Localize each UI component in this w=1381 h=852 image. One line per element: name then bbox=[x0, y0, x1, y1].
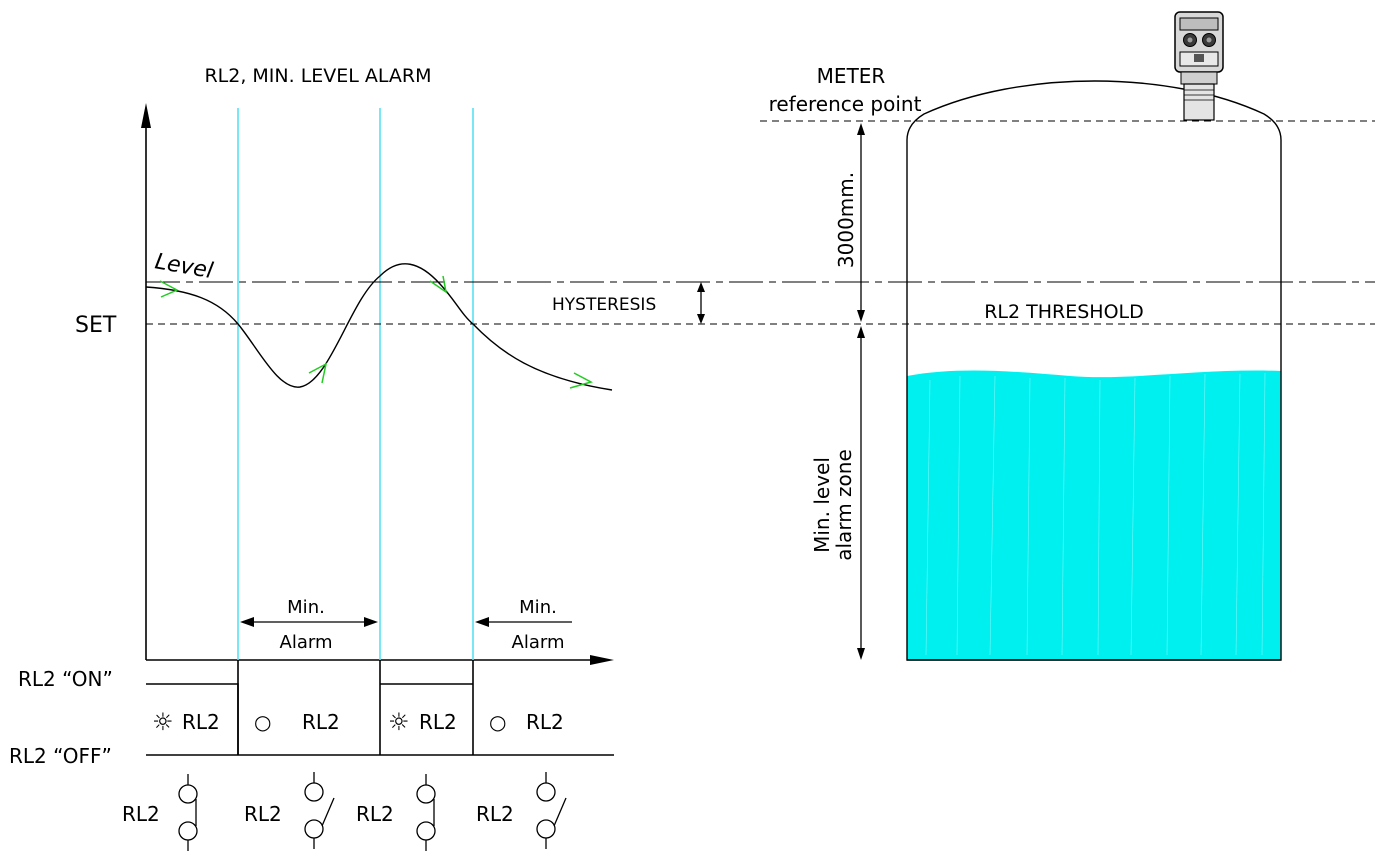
contact-open-icon-1 bbox=[304, 772, 335, 849]
contact-relay-name-4: RL2 bbox=[476, 802, 514, 826]
hysteresis-arrow-down bbox=[697, 314, 705, 324]
zone-arrow-down bbox=[857, 648, 865, 660]
level-label: Level bbox=[153, 249, 215, 284]
y-axis-arrowhead bbox=[141, 103, 151, 128]
distance-arrow-up bbox=[857, 123, 865, 135]
min-alarm-arrowhead-left-1 bbox=[240, 617, 254, 627]
direction-arrow-1 bbox=[159, 280, 179, 298]
contact-relay-name-2: RL2 bbox=[244, 802, 282, 826]
set-label: SET bbox=[75, 313, 117, 338]
tank-outline bbox=[906, 80, 1282, 661]
direction-arrow-3 bbox=[429, 275, 448, 294]
min-label-2: Min. bbox=[519, 597, 557, 618]
liquid-texture bbox=[925, 372, 1266, 656]
threshold-label: RL2 THRESHOLD bbox=[984, 301, 1144, 323]
relay-lamp-on-icon-2: ☼ bbox=[388, 708, 410, 736]
direction-arrow-4 bbox=[569, 372, 593, 389]
relay-name-1: RL2 bbox=[182, 710, 220, 734]
contact-closed-icon-1 bbox=[178, 774, 198, 851]
min-alarm-arrowhead-left-2 bbox=[475, 617, 489, 627]
direction-arrow-2 bbox=[308, 362, 328, 384]
reference-label: reference point bbox=[769, 92, 922, 116]
relay-lamp-off-icon-1: ○ bbox=[254, 710, 271, 734]
hysteresis-label: HYSTERESIS bbox=[552, 295, 656, 315]
distance-label: 3000mm. bbox=[834, 172, 858, 268]
min-label-1: Min. bbox=[287, 597, 325, 618]
level-curve bbox=[145, 263, 613, 391]
contact-open-icon-2 bbox=[536, 772, 567, 849]
meter-label: METER bbox=[817, 64, 886, 88]
zone-label-line1: Min. level bbox=[810, 457, 834, 553]
zone-label-line2: alarm zone bbox=[832, 449, 856, 561]
relay-off-label: RL2 “OFF” bbox=[9, 744, 112, 768]
contact-relay-name-1: RL2 bbox=[122, 802, 160, 826]
relay-name-4: RL2 bbox=[526, 710, 564, 734]
chart-title: RL2, MIN. LEVEL ALARM bbox=[204, 65, 431, 87]
alarm-label-2: Alarm bbox=[512, 632, 565, 653]
relay-on-label: RL2 “ON” bbox=[18, 667, 113, 691]
relay-lamp-on-icon-1: ☼ bbox=[152, 708, 174, 736]
zone-arrow-up bbox=[857, 326, 865, 338]
contact-relay-name-3: RL2 bbox=[356, 802, 394, 826]
relay-name-3: RL2 bbox=[419, 710, 457, 734]
meter-sensor-icon bbox=[1174, 11, 1224, 121]
relay-lamp-off-icon-2: ○ bbox=[489, 710, 506, 734]
tank-liquid bbox=[907, 370, 1281, 660]
distance-arrow-down bbox=[857, 310, 865, 322]
min-alarm-arrowhead-right-1 bbox=[364, 617, 378, 627]
x-axis-arrowhead bbox=[590, 655, 614, 665]
contact-closed-icon-2 bbox=[416, 774, 436, 851]
alarm-label-1: Alarm bbox=[280, 632, 333, 653]
relay-name-2: RL2 bbox=[302, 710, 340, 734]
hysteresis-arrow-up bbox=[697, 282, 705, 292]
